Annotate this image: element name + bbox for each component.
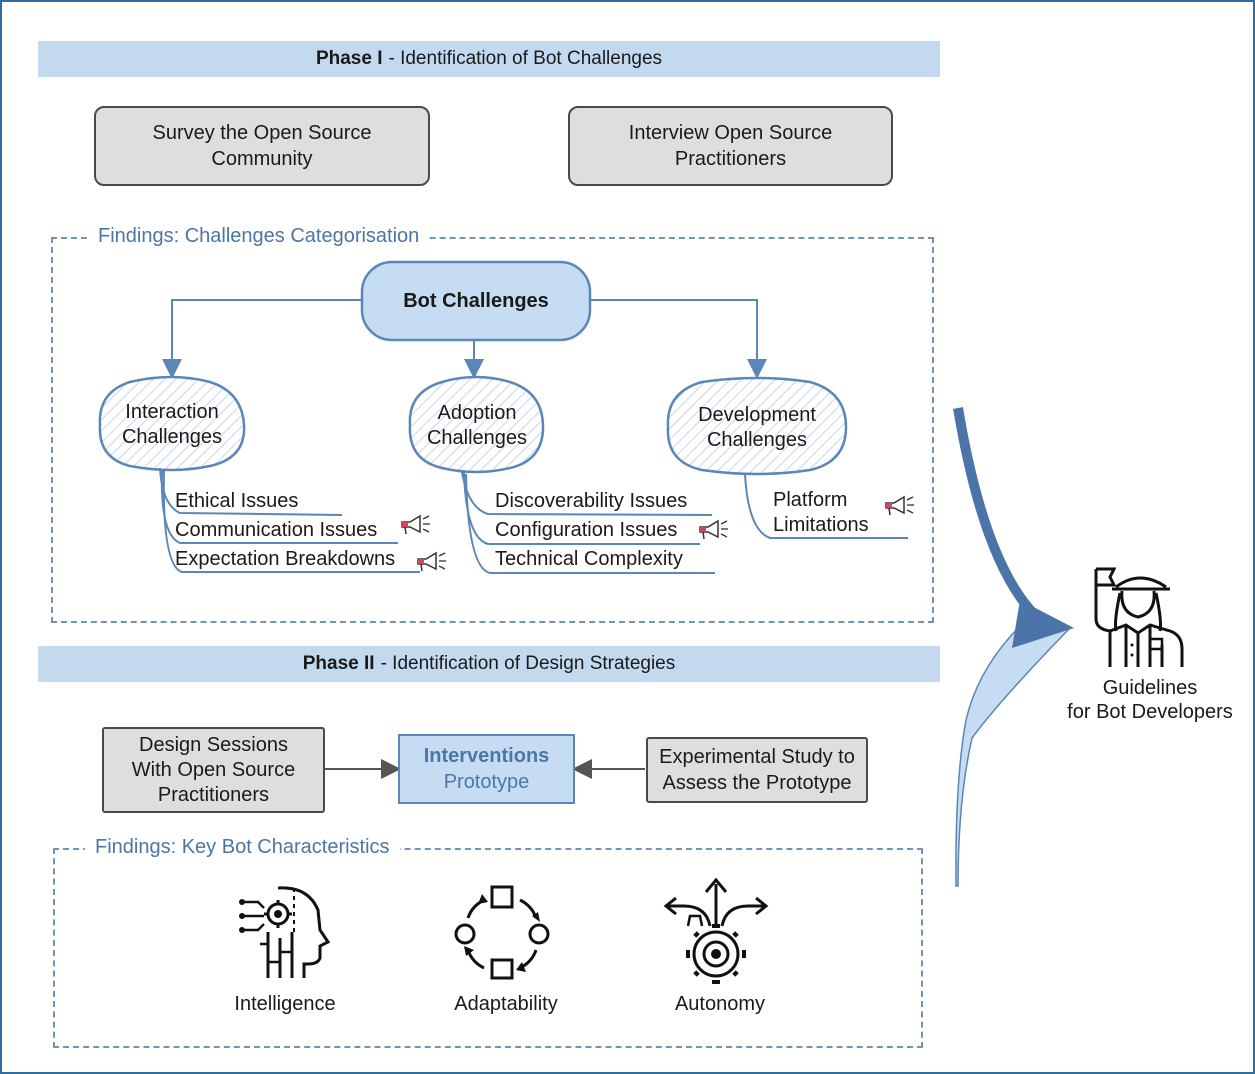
survey-box: Survey the Open Source Community [94,106,430,186]
survey-line-2: Community [211,148,313,170]
item-technical-complexity: Technical Complexity [495,548,683,570]
interview-line-1: Interview Open Source [628,122,833,144]
phase-2-title: - Identification of Design Strategies [380,653,676,674]
connector-root-interaction [162,299,362,379]
ai-head-icon [239,886,330,978]
adaptability-label: Adaptability [454,993,558,1015]
adaptability-cycle-icon [454,885,550,980]
intelligence-label: Intelligence [234,993,336,1015]
connector-root-development [590,299,767,379]
item-platform: Platform [773,489,848,511]
interaction-cloud [98,375,246,472]
findings-challenges-box [51,237,934,623]
phase-1-header: Phase I - Identification of Bot Challeng… [38,41,940,77]
item-limitations: Limitations [773,514,869,536]
phase-2-header: Phase II - Identification of Design Stra… [38,646,940,682]
adoption-cloud [408,375,545,474]
item-discoverability-issues: Discoverability Issues [495,490,688,512]
phase-1-label: Phase I [315,48,383,69]
findings-challenges-title: Findings: Challenges Categorisation [88,225,430,248]
megaphone-icon [699,519,728,540]
interview-box: Interview Open Source Practitioners [568,106,893,186]
developer-flag-icon [1094,567,1184,667]
guidelines-label: Guidelines for Bot Developers [1067,677,1233,723]
megaphone-icon [417,551,446,572]
phase-1-title: - Identification of Bot Challenges [388,48,663,69]
design-sessions-box: Design Sessions With Open Source Practit… [102,727,325,813]
findings-characteristics-box [53,848,923,1048]
phase-2-label: Phase II [302,653,375,674]
megaphone-icon [401,514,430,535]
item-ethical-issues: Ethical Issues [175,490,299,512]
interview-line-2: Practitioners [674,148,787,170]
item-communication-issues: Communication Issues [175,519,378,541]
experimental-study-box: Experimental Study to Assess the Prototy… [646,737,868,803]
autonomy-label: Autonomy [674,993,766,1015]
autonomy-gear-icon [663,877,769,984]
survey-line-1: Survey the Open Source [152,122,372,144]
item-configuration-issues: Configuration Issues [495,519,678,541]
bot-challenges-label: Bot Challenges [403,290,549,312]
item-expectation-breakdowns: Expectation Breakdowns [175,548,396,570]
bot-challenges-node [360,260,592,342]
interventions-prototype-box: Interventions Prototype [398,734,575,804]
findings-characteristics-title: Findings: Key Bot Characteristics [85,836,400,859]
development-cloud [666,376,848,476]
megaphone-icon [885,495,914,516]
